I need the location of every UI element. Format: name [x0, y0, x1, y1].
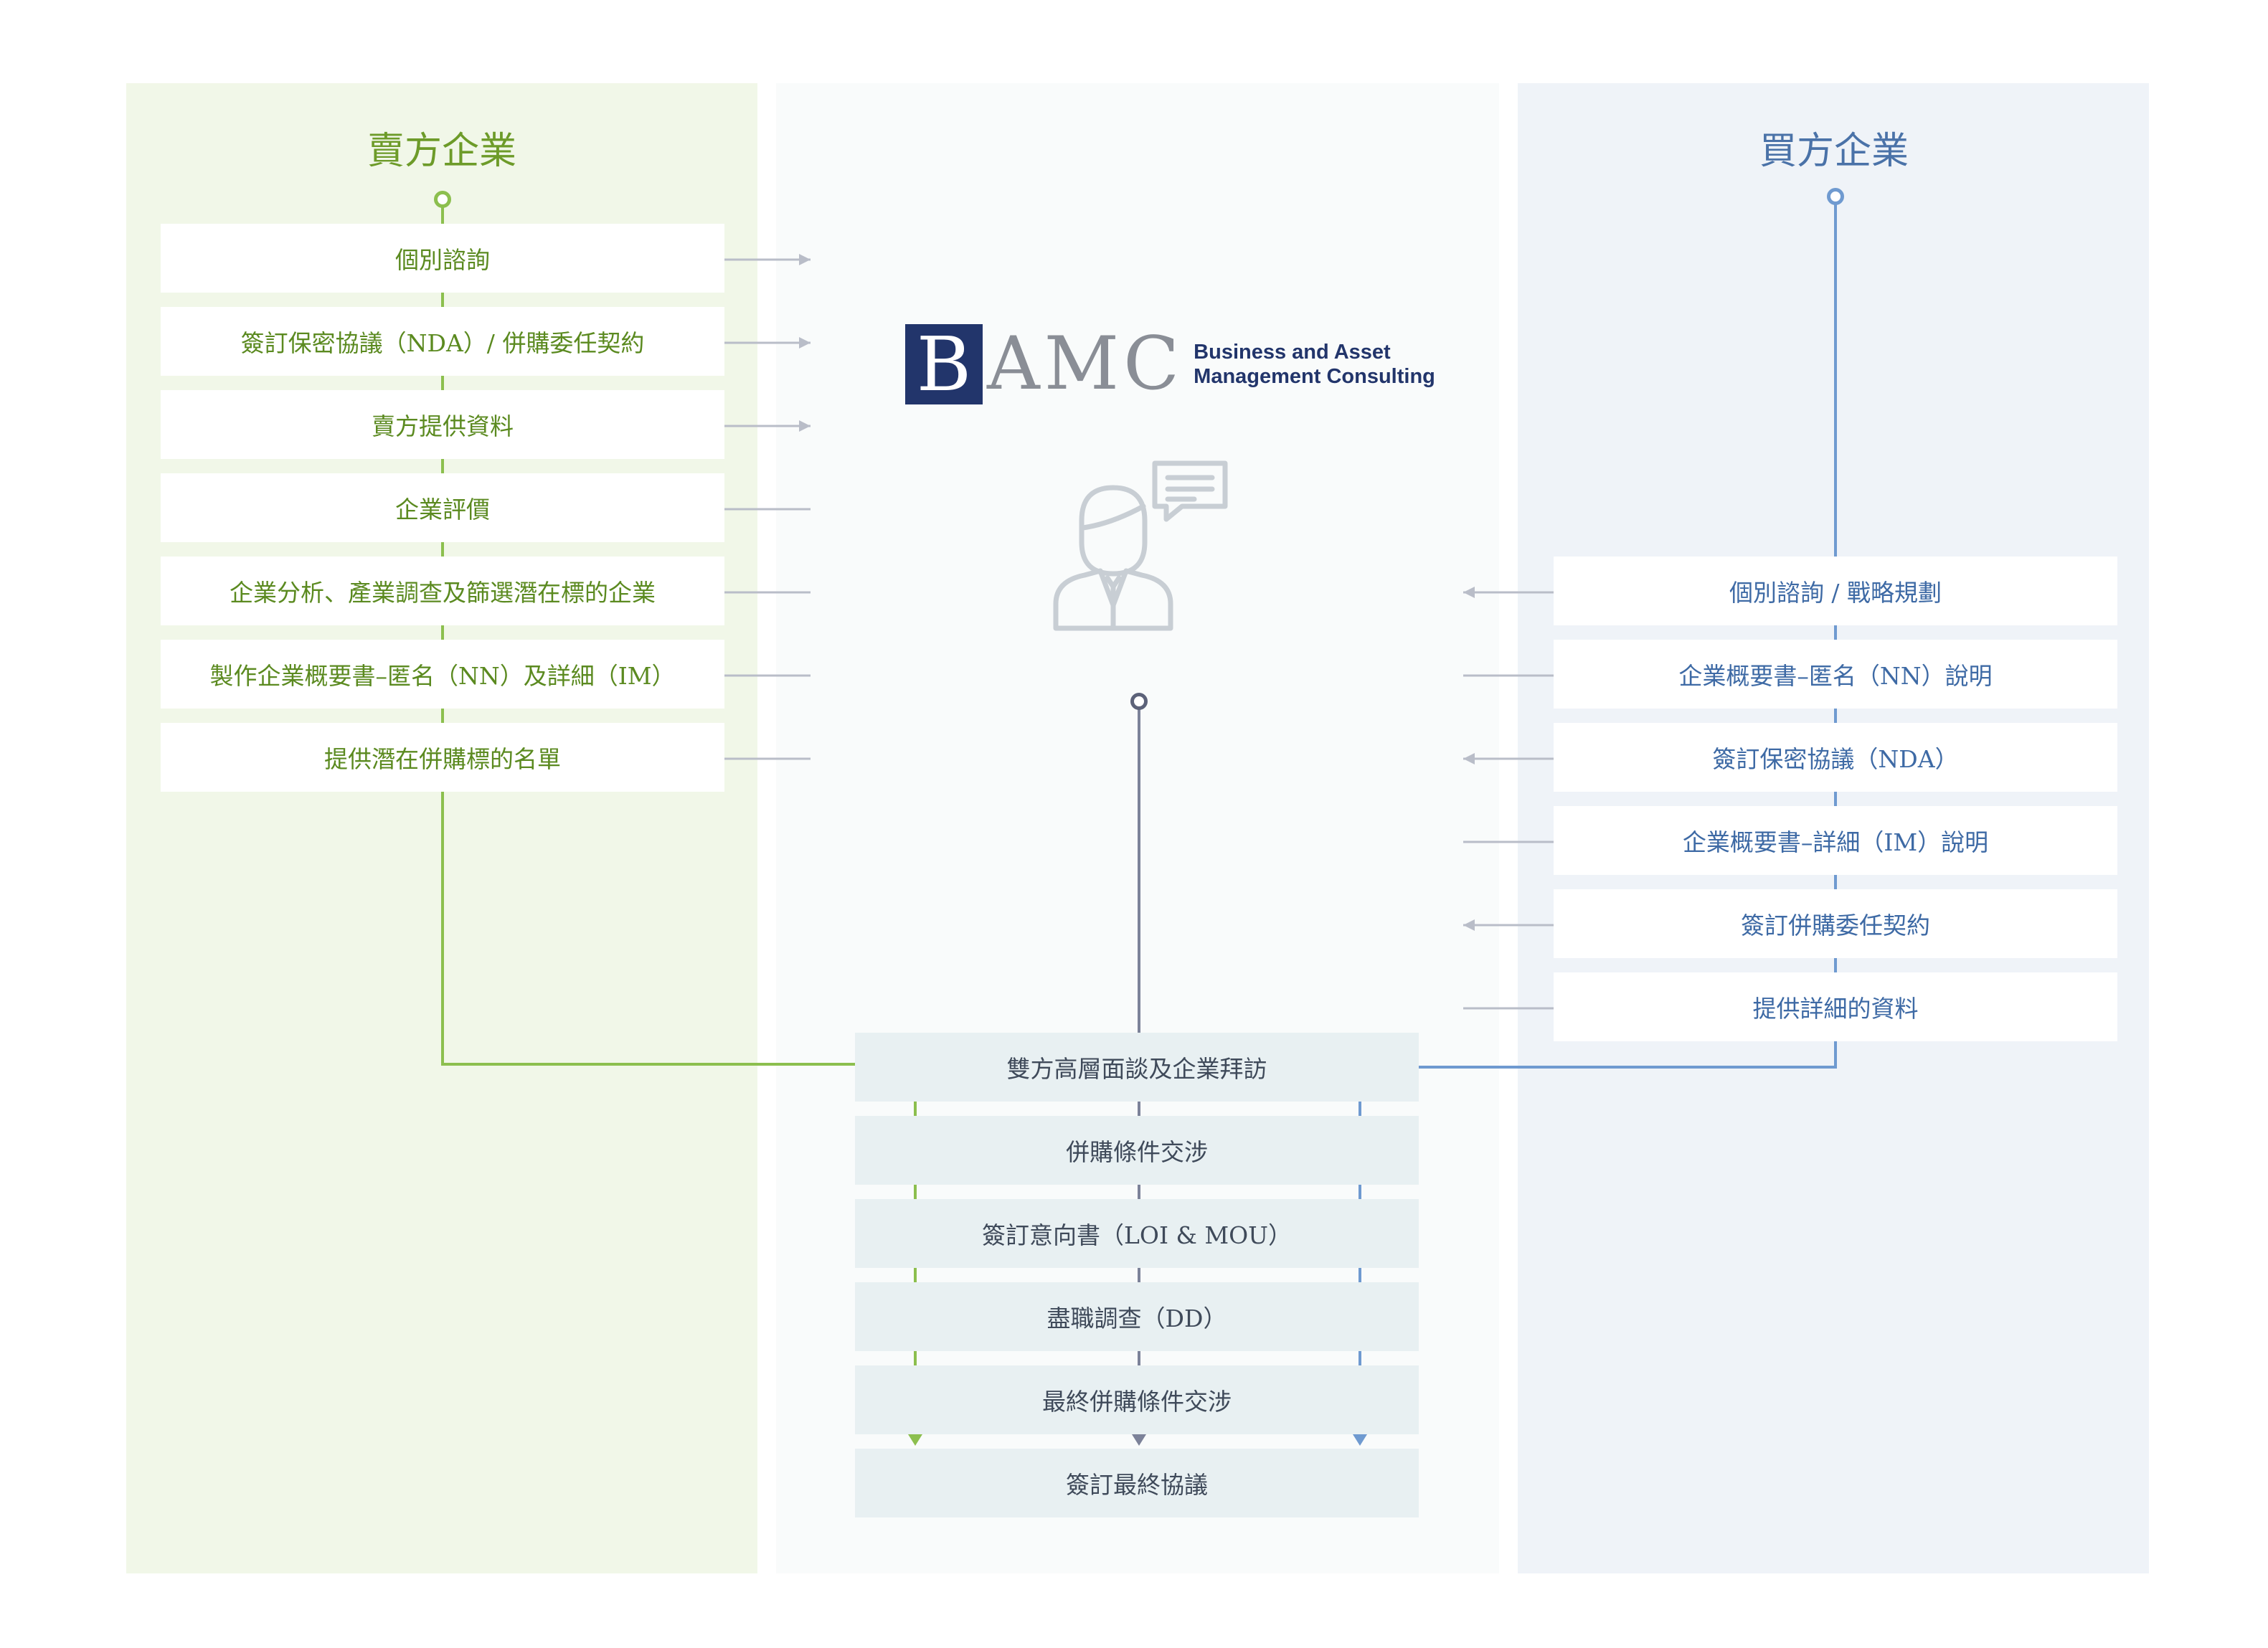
logo-text: Business and Asset Management Consulting — [1194, 340, 1435, 389]
joint-step: 最終併購條件交涉 — [855, 1365, 1419, 1434]
buyer-vertical-line — [1834, 204, 1837, 1069]
consultant-person-icon — [1053, 460, 1228, 631]
seller-step: 企業分析、產業調查及篩選潛在標的企業 — [161, 557, 724, 625]
buyer-arrow-head — [1463, 753, 1475, 764]
seller-step: 提供潛在併購標的名單 — [161, 723, 724, 792]
buyer-step: 簽訂併購委任契約 — [1554, 889, 2117, 958]
buyer-step: 企業概要書–匿名（NN）說明 — [1554, 640, 2117, 709]
buyer-arrow-head — [1463, 587, 1475, 598]
seller-step: 簽訂保密協議（NDA）/ 併購委任契約 — [161, 307, 724, 376]
bamc-logo: B AMC Business and Asset Management Cons… — [905, 324, 1435, 404]
joint-step: 雙方高層面談及企業拜訪 — [855, 1033, 1419, 1102]
seller-step: 個別諮詢 — [161, 224, 724, 293]
logo-mark: B — [905, 324, 983, 404]
buyer-step: 提供詳細的資料 — [1554, 972, 2117, 1041]
buyer-start-node — [1827, 188, 1844, 205]
joint-down-arrow-head — [1353, 1434, 1367, 1446]
seller-arrow-head — [799, 420, 811, 432]
logo-line-1: Business and Asset — [1194, 341, 1391, 364]
buyer-step: 個別諮詢 / 戰略規劃 — [1554, 557, 2117, 625]
consultant-vertical-line — [1138, 709, 1140, 1033]
buyer-title: 買方企業 — [1759, 130, 1909, 173]
consultant-start-node — [1130, 693, 1148, 710]
buyer-arrow-head — [1463, 919, 1475, 931]
joint-step: 簽訂意向書（LOI & MOU） — [855, 1199, 1419, 1268]
seller-arrow-head — [799, 254, 811, 265]
seller-start-node — [434, 191, 451, 208]
seller-arrow-head — [799, 337, 811, 349]
joint-down-arrow-head — [1132, 1434, 1146, 1446]
joint-step: 簽訂最終協議 — [855, 1449, 1419, 1517]
seller-horizontal-line — [441, 1063, 857, 1066]
seller-step: 製作企業概要書–匿名（NN）及詳細（IM） — [161, 640, 724, 709]
joint-down-arrow-head — [908, 1434, 922, 1446]
seller-step: 企業評價 — [161, 473, 724, 542]
buyer-step: 企業概要書–詳細（IM）說明 — [1554, 806, 2117, 875]
buyer-horizontal-line — [1419, 1066, 1837, 1069]
logo-line-2: Management Consulting — [1194, 365, 1435, 388]
buyer-step: 簽訂保密協議（NDA） — [1554, 723, 2117, 792]
joint-step: 併購條件交涉 — [855, 1116, 1419, 1185]
seller-title: 賣方企業 — [367, 130, 516, 173]
joint-step: 盡職調查（DD） — [855, 1282, 1419, 1351]
seller-vertical-line — [441, 205, 444, 1066]
seller-step: 賣方提供資料 — [161, 390, 724, 459]
logo-letters: AMC — [987, 321, 1184, 407]
